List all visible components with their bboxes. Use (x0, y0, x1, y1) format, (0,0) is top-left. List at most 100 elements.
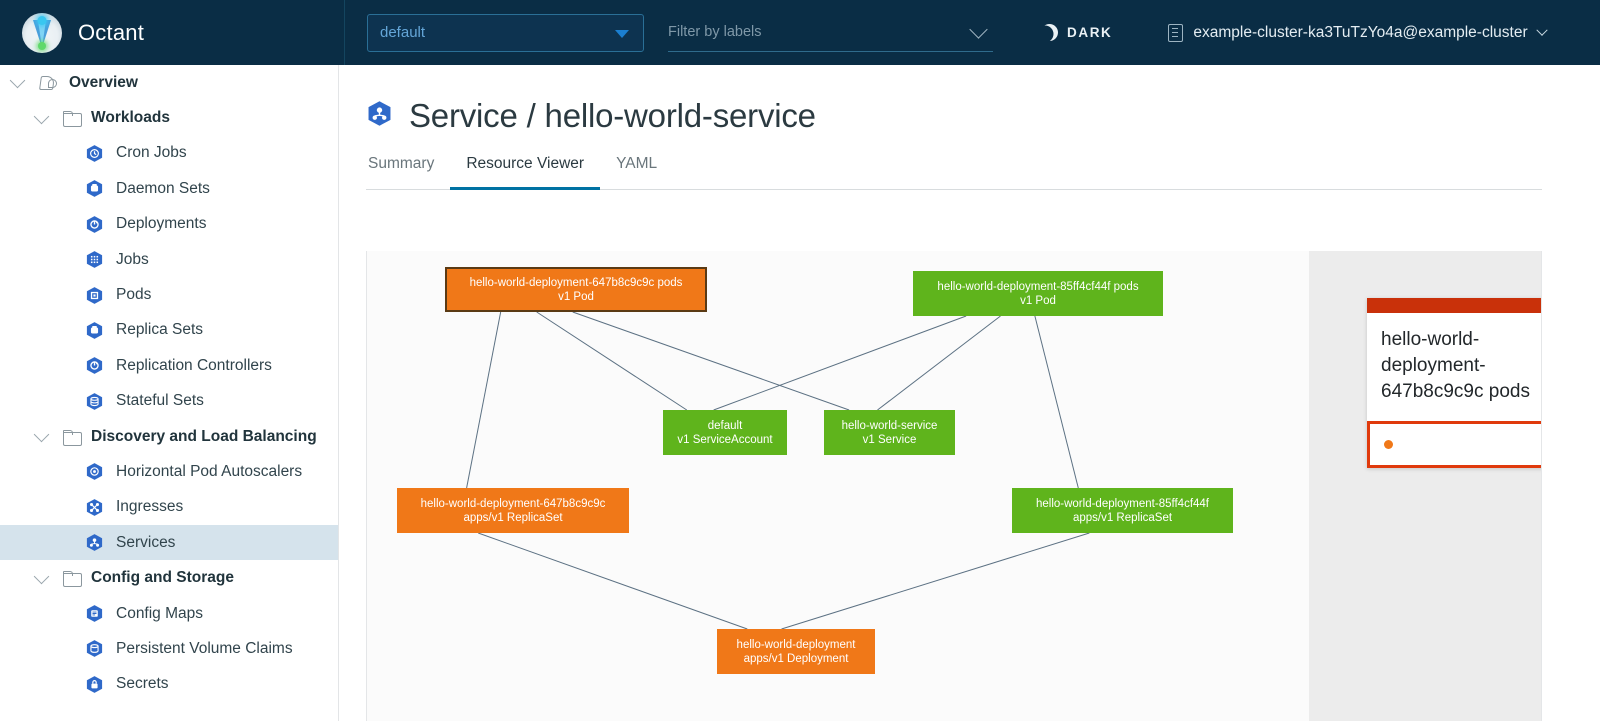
sidebar-item-ingresses[interactable]: Ingresses (0, 490, 338, 525)
sidebar-item-replica-sets[interactable]: Replica Sets (0, 313, 338, 348)
detail-accent-bar (1367, 298, 1541, 313)
sidebar-item-overview[interactable]: Overview (0, 65, 338, 100)
sidebar-item-label: Config Maps (116, 604, 204, 622)
graph-node-kind: v1 Pod (558, 290, 594, 303)
sidebar-item-stateful-sets[interactable]: Stateful Sets (0, 384, 338, 419)
k8s-hpa-icon (85, 462, 104, 481)
sidebar-item-workloads[interactable]: Workloads (0, 100, 338, 135)
sidebar-item-label: Cron Jobs (116, 144, 187, 162)
chevron-down-icon[interactable] (33, 568, 50, 584)
sidebar-item-deployments[interactable]: Deployments (0, 207, 338, 242)
detail-side-pane: hello-world-deployment-647b8c9c9c pods (1295, 251, 1541, 721)
brand-name: Octant (78, 19, 145, 45)
sidebar-item-secrets[interactable]: Secrets (0, 667, 338, 702)
graph-edge (536, 311, 688, 411)
graph-node-title: hello-world-deployment-647b8c9c9c (420, 497, 606, 510)
sidebar-item-cron-jobs[interactable]: Cron Jobs (0, 136, 338, 171)
sidebar-item-label: Ingresses (116, 498, 184, 516)
k8s-deployment-icon (85, 215, 104, 234)
graph-edge (713, 315, 967, 411)
theme-toggle-label: DARK (1067, 25, 1113, 40)
tab-yaml[interactable]: YAML (600, 155, 673, 189)
overview-icon (39, 75, 58, 91)
app-header: Octant default Filter by labels DARK exa… (0, 0, 1600, 65)
page-title: Service / hello-world-service (339, 65, 1600, 135)
graph-node-kind: v1 Service (862, 433, 917, 446)
brand-area: Octant (0, 0, 345, 65)
graph-edge (572, 311, 850, 411)
sidebar-item-config-and-storage[interactable]: Config and Storage (0, 560, 338, 595)
sidebar-item-jobs[interactable]: Jobs (0, 242, 338, 277)
octant-logo-icon (22, 12, 62, 53)
label-filter-input[interactable]: Filter by labels (668, 14, 993, 52)
sidebar-item-horizontal-pod-autoscalers[interactable]: Horizontal Pod Autoscalers (0, 454, 338, 489)
chevron-down-icon (615, 29, 629, 38)
sidebar-item-label: Services (116, 533, 176, 551)
k8s-ingress-icon (85, 498, 104, 517)
k8s-daemonset-icon (85, 179, 104, 198)
chevron-down-icon (969, 19, 988, 39)
cluster-selector[interactable]: example-cluster-ka3TuTzYo4a@example-clus… (1168, 23, 1548, 42)
k8s-job-icon (85, 250, 104, 269)
chevron-down-icon[interactable] (33, 108, 50, 124)
graph-node-title: hello-world-deployment-647b8c9c9c pods (469, 276, 683, 289)
status-dot-icon (1384, 440, 1393, 449)
cluster-label: example-cluster-ka3TuTzYo4a@example-clus… (1193, 23, 1528, 41)
node-detail-card[interactable]: hello-world-deployment-647b8c9c9c pods (1367, 298, 1541, 468)
sidebar-item-daemon-sets[interactable]: Daemon Sets (0, 171, 338, 206)
chevron-down-icon[interactable] (9, 72, 26, 89)
label-filter-placeholder: Filter by labels (668, 24, 762, 40)
namespace-select[interactable]: default (367, 13, 644, 52)
sidebar-item-label: Persistent Volume Claims (116, 639, 293, 657)
tab-resource-viewer[interactable]: Resource Viewer (450, 155, 600, 190)
graph-edge (1034, 315, 1079, 489)
graph-node-title: hello-world-deployment-85ff4cf44f (1035, 497, 1210, 510)
graph-edge (781, 532, 1090, 630)
cluster-icon (1168, 23, 1184, 42)
sidebar-item-label: Replication Controllers (116, 356, 272, 374)
sidebar-item-label: Replica Sets (116, 321, 204, 339)
k8s-replicationcontroller-icon (85, 356, 104, 375)
k8s-replicaset-icon (85, 321, 104, 340)
sidebar-item-label: Stateful Sets (116, 392, 204, 410)
chevron-down-icon (1535, 24, 1548, 36)
main-content: Service / hello-world-service Summary Res… (339, 65, 1600, 721)
namespace-value: default (380, 24, 426, 41)
sidebar-item-config-maps[interactable]: Config Maps (0, 596, 338, 631)
graph-edges (466, 311, 1090, 630)
sidebar-item-label: Horizontal Pod Autoscalers (116, 462, 303, 480)
sidebar-item-label: Config and Storage (91, 569, 234, 587)
graph-node-title: default (707, 419, 743, 432)
k8s-configmap-icon (85, 604, 104, 623)
theme-toggle[interactable]: DARK (1041, 24, 1112, 41)
tab-label: Summary (368, 155, 435, 172)
graph-node-kind: v1 Pod (1020, 294, 1056, 307)
folder-icon (63, 571, 82, 588)
graph-node-kind: apps/v1 Deployment (743, 652, 849, 665)
sidebar-item-services[interactable]: Services (0, 525, 338, 561)
k8s-cronjob-icon (85, 144, 104, 163)
graph-edge (466, 311, 502, 489)
sidebar-item-label: Overview (69, 73, 138, 91)
sidebar-item-replication-controllers[interactable]: Replication Controllers (0, 348, 338, 383)
sidebar-item-label: Deployments (116, 215, 207, 233)
tab-summary[interactable]: Summary (366, 155, 450, 189)
sidebar-item-label: Secrets (116, 675, 169, 693)
moon-icon (1041, 24, 1058, 41)
sidebar-item-persistent-volume-claims[interactable]: Persistent Volume Claims (0, 631, 338, 666)
sidebar-item-pods[interactable]: Pods (0, 277, 338, 312)
sidebar-item-label: Workloads (91, 109, 170, 127)
chevron-down-icon[interactable] (33, 426, 50, 443)
sidebar-item-discovery-and-load-balancing[interactable]: Discovery and Load Balancing (0, 419, 338, 454)
tab-label: Resource Viewer (466, 155, 585, 172)
graph-node-kind: v1 ServiceAccount (677, 433, 773, 446)
page-title-text: Service / hello-world-service (409, 97, 816, 134)
